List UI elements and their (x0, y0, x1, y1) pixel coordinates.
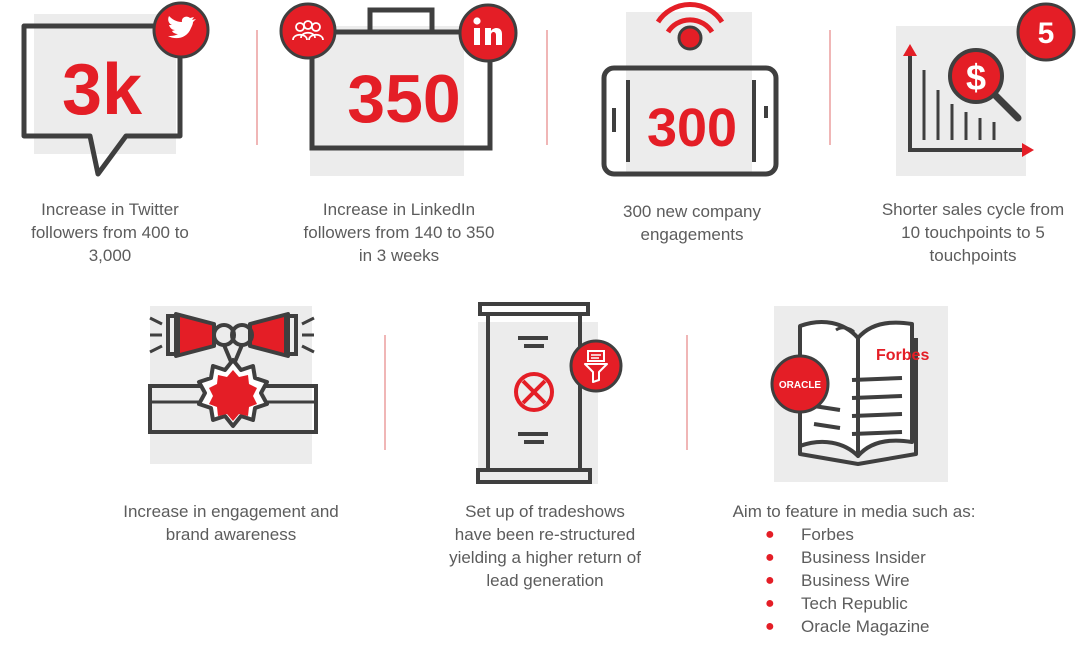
caption-line: yielding a higher return of (449, 548, 641, 567)
sales-chart-icon: $ (896, 26, 1034, 176)
list-item: ● Oracle Magazine (765, 615, 930, 638)
media-benefit: Forbes ORACLE (766, 302, 956, 486)
stat-value: 300 (647, 98, 737, 158)
filter-funnel-icon (569, 339, 623, 393)
linkedin-icon (458, 3, 518, 63)
media-name: Tech Republic (801, 594, 908, 613)
divider (829, 30, 831, 145)
caption-line: 10 touchpoints to 5 (901, 223, 1045, 242)
divider (686, 335, 688, 450)
list-item: ● Forbes (765, 523, 930, 546)
twitter-caption: Increase in Twitter followers from 400 t… (10, 198, 210, 267)
phone-broadcast-icon: 300 (601, 2, 779, 177)
number-badge-icon: 5 (1016, 2, 1076, 62)
media-name: Oracle Magazine (801, 617, 930, 636)
caption-line: lead generation (486, 571, 604, 590)
megaphone-badge-icon (148, 306, 318, 464)
caption-line: Increase in Twitter (41, 200, 179, 219)
brand-awareness-caption: Increase in engagement and brand awarene… (108, 500, 354, 546)
stat-value: 5 (1038, 17, 1055, 50)
list-item: ● Business Wire (765, 569, 930, 592)
briefcase-icon: 350 (309, 7, 493, 176)
caption-line: followers from 400 to (31, 223, 189, 242)
linkedin-caption: Increase in LinkedIn followers from 140 … (282, 198, 516, 267)
stat-value: 350 (347, 61, 460, 137)
linkedin-stat: 350 (276, 0, 526, 180)
media-name: Forbes (801, 525, 854, 544)
list-item: ● Tech Republic (765, 592, 930, 615)
caption-line: engagements (640, 225, 744, 244)
engagements-stat: 300 (596, 0, 786, 185)
media-list: ● Forbes ● Business Insider ● Business Wire… (765, 523, 930, 638)
caption-line: touchpoints (929, 246, 1017, 265)
divider (384, 335, 386, 450)
caption-line: Increase in engagement and (123, 502, 339, 521)
people-group-icon (279, 2, 337, 60)
media-name: Business Insider (801, 548, 926, 567)
divider (546, 30, 548, 145)
dollar-icon: $ (966, 57, 986, 98)
divider (256, 30, 258, 145)
twitter-stat: 3k (18, 1, 218, 182)
list-item: ● Business Insider (765, 546, 930, 569)
sales-cycle-stat: $ 5 (890, 0, 1090, 185)
oracle-logo: ORACLE (779, 380, 822, 391)
caption-line: Aim to feature in media such as: (732, 502, 976, 521)
media-name: Business Wire (801, 571, 910, 590)
twitter-icon (152, 1, 210, 59)
bullet-icon: ● (765, 549, 775, 566)
caption-line: 3,000 (88, 246, 132, 265)
caption-line: followers from 140 to 350 (303, 223, 495, 242)
media-book-icon: Forbes ORACLE (770, 306, 948, 482)
caption-line: Set up of tradeshows (465, 502, 625, 521)
bullet-icon: ● (765, 618, 775, 635)
caption-line: brand awareness (165, 525, 297, 544)
bullet-icon: ● (765, 595, 775, 612)
stat-value: 3k (62, 50, 143, 130)
media-heading: Aim to feature in media such as: (712, 500, 996, 523)
bullet-icon: ● (765, 526, 775, 543)
caption-line: have been re-structured (454, 525, 636, 544)
tradeshow-caption: Set up of tradeshows have been re-struct… (430, 500, 660, 592)
caption-line: Increase in LinkedIn (322, 200, 476, 219)
caption-line: in 3 weeks (358, 246, 440, 265)
bullet-icon: ● (765, 572, 775, 589)
caption-line: Shorter sales cycle from (881, 200, 1065, 219)
tradeshow-benefit (474, 300, 634, 486)
sales-cycle-caption: Shorter sales cycle from 10 touchpoints … (862, 198, 1084, 267)
caption-line: 300 new company (623, 202, 761, 221)
engagements-caption: 300 new company engagements (592, 200, 792, 246)
forbes-logo: Forbes (876, 347, 929, 364)
speech-bubble-icon: 3k (21, 14, 183, 177)
brand-awareness-benefit (146, 298, 321, 470)
